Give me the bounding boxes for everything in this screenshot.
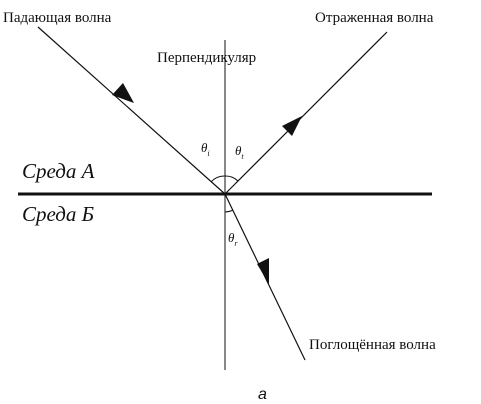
incident-angle-label: θi <box>201 140 210 158</box>
refracted-angle-label: θr <box>228 230 238 248</box>
reflected-wave-label: Отраженная волна <box>315 10 434 26</box>
medium-a-label: Среда А <box>22 159 95 183</box>
incident-angle-subscript: i <box>207 149 209 158</box>
reflected-angle-symbol: θ <box>235 143 242 158</box>
incident-wave-label: Падающая волна <box>3 10 112 26</box>
absorbed-arrowhead <box>257 258 269 284</box>
medium-b-label: Среда Б <box>22 202 94 226</box>
incident-angle-symbol: θ <box>201 140 208 155</box>
figure-caption: а <box>258 386 267 403</box>
refracted-angle-subscript: r <box>234 239 238 248</box>
incident-ray <box>37 26 226 195</box>
incident-angle-arc <box>210 175 226 183</box>
absorbed-wave-label: Поглощённая волна <box>309 337 436 353</box>
refracted-angle-arc <box>224 209 234 213</box>
refracted-angle-symbol: θ <box>228 230 235 245</box>
reflected-arrowhead <box>282 116 302 136</box>
reflected-angle-subscript: t <box>241 152 244 161</box>
perpendicular-label: Перпендикуляр <box>157 50 256 66</box>
incident-arrowhead <box>112 83 134 103</box>
reflected-angle-arc <box>224 175 239 182</box>
reflected-angle-label: θt <box>235 143 244 161</box>
reflected-ray <box>224 31 388 195</box>
